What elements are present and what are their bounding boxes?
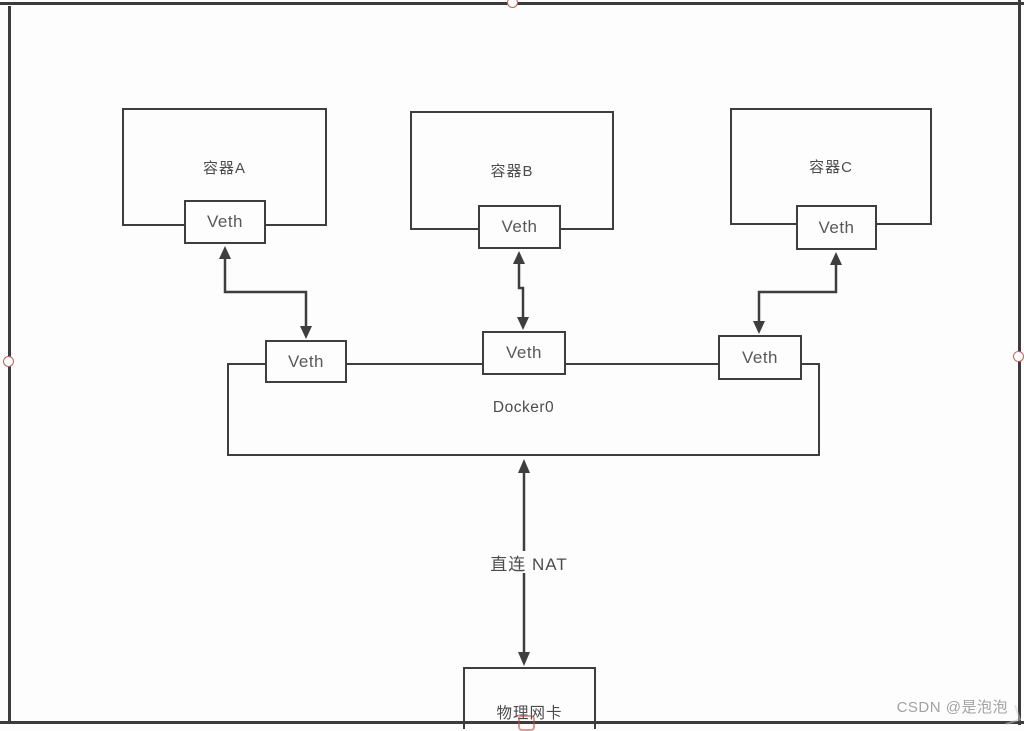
container-c-label: 容器C (809, 159, 853, 176)
watermark-red-fragment-icon (518, 715, 535, 731)
container-b-label: 容器B (490, 163, 534, 180)
veth-link-c (753, 252, 842, 334)
veth-container-b-label: Veth (501, 217, 538, 236)
veth-bridge-left-label: Veth (287, 351, 325, 371)
veth-link-a (219, 246, 312, 339)
selection-handle-left-icon[interactable] (3, 356, 14, 367)
veth-bridge-left-box[interactable]: Veth (265, 340, 347, 383)
veth-bridge-middle-label: Veth (505, 343, 543, 362)
veth-container-b-box[interactable]: Veth (478, 205, 561, 249)
veth-container-a-label: Veth (206, 212, 244, 231)
physical-nic-label: 物理网卡 (496, 705, 563, 722)
veth-container-a-box[interactable]: Veth (184, 200, 266, 244)
nat-arrow-label: 直连 NAT (486, 551, 572, 574)
selection-frame-bottom (0, 721, 1024, 724)
veth-bridge-right-box[interactable]: Veth (718, 335, 802, 380)
watermark-text: CSDN @是泡泡 (896, 699, 1008, 716)
selection-frame-right (1018, 0, 1021, 725)
container-a-label: 容器A (202, 159, 246, 177)
selection-handle-top-icon[interactable] (507, 0, 518, 8)
docker0-label: Docker0 (492, 399, 555, 416)
physical-nic-box[interactable]: 物理网卡 (463, 667, 596, 729)
veth-bridge-middle-box[interactable]: Veth (482, 331, 566, 375)
veth-link-b (513, 251, 529, 330)
veth-container-c-box[interactable]: Veth (796, 205, 877, 250)
selection-handle-right-icon[interactable] (1013, 351, 1024, 362)
veth-bridge-right-label: Veth (741, 347, 779, 367)
veth-container-c-label: Veth (818, 217, 855, 237)
